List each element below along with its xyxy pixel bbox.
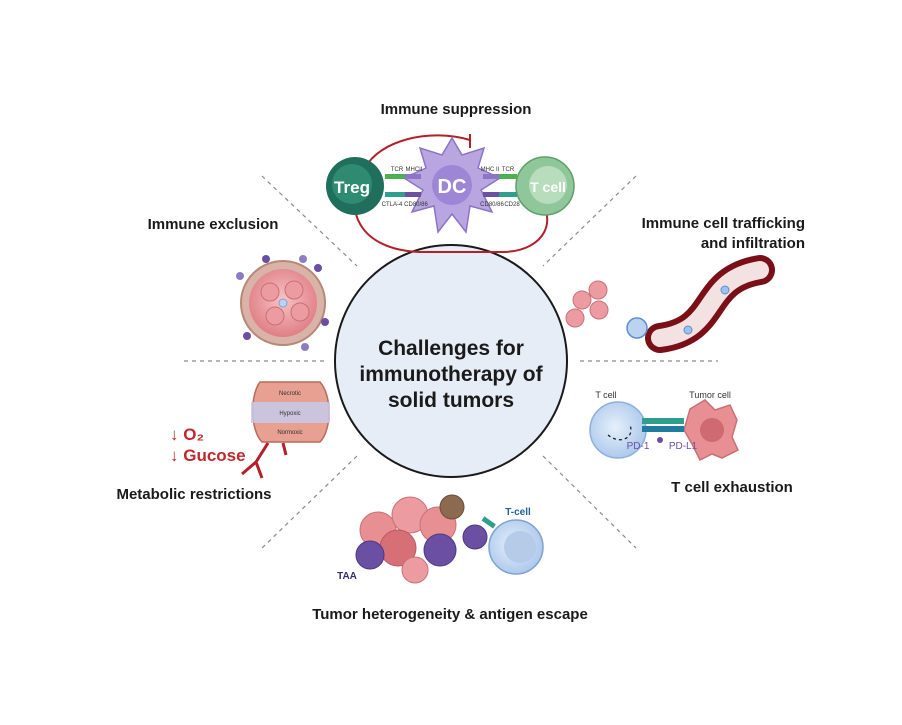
dc-nucleus [432,165,472,205]
trafficking-panel [565,255,775,353]
circulating-tcell-2 [683,325,693,335]
blood-vessel-lumen [651,261,769,347]
suppression-arc-top [364,134,471,169]
pd1-label: PD-1 [627,441,650,452]
het-brown-cell [439,494,465,520]
trafficking-tumor-2 [588,280,608,300]
infiltrated-tcell [278,298,288,308]
ctla4-label: CTLA-4 [382,202,403,208]
taa-label: TAA [337,571,357,582]
immune-cell-3 [314,264,322,272]
tumor-nucleus [700,418,724,442]
label-exhaustion: T cell exhaustion [671,479,793,496]
exhaustion-panel: T cell Tumor cell PD-1 PD-L1 [589,390,739,462]
pdl1-ligand-1 [664,418,684,424]
effector-tcell-label: T cell [530,179,566,195]
label-immune-exclusion: Immune exclusion [148,216,279,233]
het-tcell-label: T-cell [505,507,531,518]
tcell-signal-arrow [607,424,632,441]
label-metabolic: Metabolic restrictions [116,486,271,503]
trafficking-tumor-3 [589,300,609,320]
necrotic-label: Necrotic [279,391,301,397]
cd28-receptor [499,192,517,197]
mhc-left-label: MHCII [406,167,423,173]
exhaustion-tumor-label: Tumor cell [689,390,731,400]
circulating-tcell-1 [720,285,730,295]
label-immune-suppression: Immune suppression [381,101,532,118]
mhc-right-label: MHC II [481,167,500,173]
hypoxic-band [251,402,330,423]
extravasated-tcell [626,317,648,339]
exclusion-panel [236,255,329,351]
cd80-left-ligand [405,192,421,197]
hypoxic-label: Hypoxic [279,411,300,417]
center-circle [334,244,568,478]
pd1-receptor-2 [642,426,664,432]
tcr-left-receptor [385,174,405,179]
label-trafficking-1: Immune cell trafficking [642,215,805,232]
tumor-cell-a [260,282,280,302]
effector-tcell-nucleus [529,166,567,204]
cd28-label: CD28 [504,202,520,208]
trafficking-tumor-1 [572,290,592,310]
het-tcell-nucleus [504,531,536,563]
normoxic-label: Normoxic [277,430,302,436]
pdl1-label: PD-L1 [669,441,698,452]
tumor-cell-d [265,306,285,326]
receptor-pairs [385,174,517,197]
center-line-1: Challenges for [378,337,524,360]
label-heterogeneity: Tumor heterogeneity & antigen escape [312,606,588,623]
immune-cell-1 [262,255,270,263]
antibody-binding [657,437,663,443]
mhc-left-receptor [405,174,421,179]
divider-top-right [542,175,637,267]
heterogeneity-panel: T-cell TAA [337,494,544,584]
tcr-right-receptor [499,174,517,179]
het-purple-1 [423,533,457,567]
cd80-left-label: CD80/86 [404,202,428,208]
het-purple-3 [462,524,488,550]
metabolic-panel: Necrotic Hypoxic Normoxic ↓ O₂ ↓ Gucose [170,381,330,479]
dc-label: DC [438,176,467,198]
het-purple-2 [355,540,385,570]
tumor-cell-b [284,280,304,300]
tumor-cell-c [290,302,310,322]
mhc-right-receptor [483,174,499,179]
label-trafficking-2: and infiltration [701,235,805,252]
het-tumor-5 [401,556,429,584]
divider-top-left [261,175,358,267]
center-line-3: solid tumors [388,389,514,412]
tcr-left-label: TCR [391,167,404,173]
ctla4-receptor [385,192,405,197]
immune-cell-7 [301,343,309,351]
glucose-label: ↓ Gucose [170,446,246,465]
metabolic-vessel [241,442,288,479]
exhaustion-tcell-label: T cell [595,390,616,400]
o2-label: ↓ O₂ [170,425,204,444]
immune-cell-5 [321,318,329,326]
het-tcr [481,516,496,529]
center-line-2: immunotherapy of [359,363,543,386]
divider-bottom-right [542,455,637,549]
treg-label: Treg [334,178,370,197]
immune-cell-4 [236,272,244,280]
dashed-dividers [184,175,718,549]
pd1-receptor-1 [642,418,664,424]
suppression-panel: Treg T cell DC TCR MHCII MHC II TCR CTLA… [326,134,575,253]
center-node: Challenges for immunotherapy of solid tu… [334,244,568,478]
trafficking-tumor-4 [565,308,585,328]
immune-cell-2 [299,255,307,263]
pdl1-ligand-2 [664,426,684,432]
cd80-right-ligand [483,192,499,197]
treg-nucleus [332,164,372,204]
immune-cell-6 [243,332,251,340]
divider-bottom-left [261,455,358,549]
cd80-right-label: CD80/86 [480,202,504,208]
tcr-right-label: TCR [502,167,515,173]
